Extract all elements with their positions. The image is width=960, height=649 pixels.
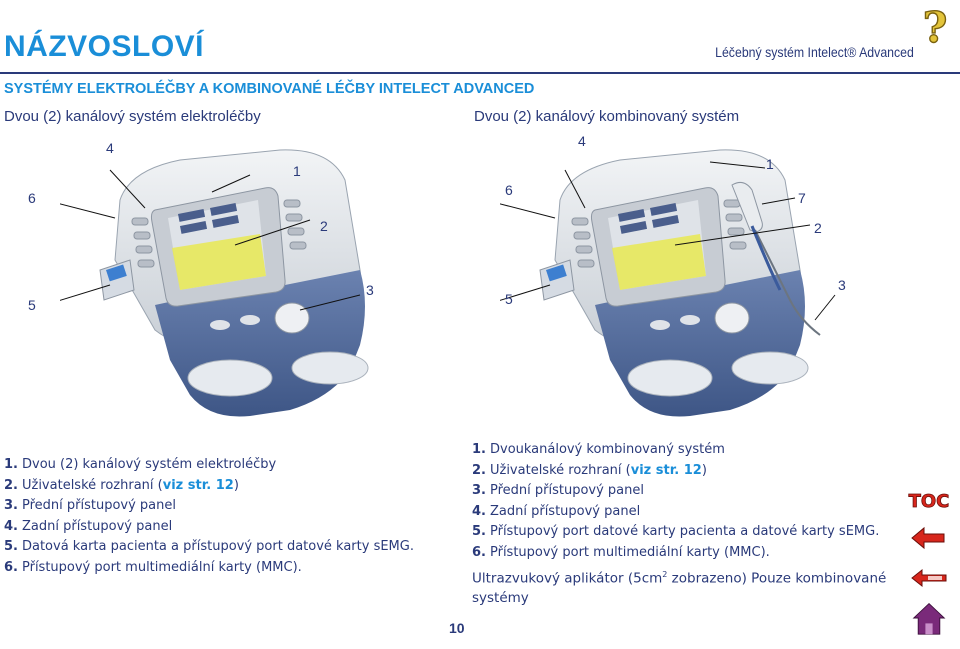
left-device-caption: Dvou (2) kanálový systém elektroléčby (4, 108, 261, 125)
callout-left-2: 2 (320, 218, 328, 234)
legend-text: Přední přístupový panel (489, 483, 644, 498)
legend-num: 1. (472, 442, 486, 457)
header-rule (0, 72, 960, 74)
note-superscript: 2 (662, 570, 668, 579)
callout-right-3: 3 (838, 277, 846, 293)
brand-label: Léčebný systém Intelect® Advanced (715, 44, 914, 60)
callout-right-4: 4 (578, 133, 586, 149)
legend-text: Uživatelské rozhraní ( (489, 462, 631, 478)
legend-text: Přední přístupový panel (21, 498, 176, 513)
legend-item: 6.Přístupový port multimediální karty (M… (4, 558, 424, 579)
legend-item: 2.Uživatelské rozhraní (viz str. 12) (472, 461, 912, 482)
legend-text: Uživatelské rozhraní ( (21, 477, 163, 493)
callout-left-6: 6 (28, 190, 36, 206)
callout-left-3: 3 (366, 282, 374, 298)
legend-left: 1.Dvou (2) kanálový systém elektroléčby … (4, 455, 424, 578)
legend-num: 6. (4, 559, 18, 575)
legend-text: Přístupový port multimediální karty (MMC… (489, 544, 770, 560)
callout-right-1: 1 (766, 156, 774, 172)
note-text: zobrazeno) Pouze kombinované systémy (472, 570, 887, 606)
legend-item: 1.Dvou (2) kanálový systém elektroléčby (4, 455, 424, 476)
legend-text: ) (233, 477, 239, 493)
legend-text: Dvou (2) kanálový systém elektroléčby (21, 457, 277, 472)
toc-icon[interactable]: TOC (908, 482, 950, 518)
back-arrow-icon[interactable] (908, 520, 950, 556)
legend-num: 4. (4, 518, 18, 534)
legend-num: 6. (472, 544, 486, 560)
legend-item: 6.Přístupový port multimediální karty (M… (472, 543, 912, 564)
note-text: Ultrazvukový aplikátor (5cm (472, 570, 663, 587)
legend-item: 4.Zadní přístupový panel (4, 517, 424, 538)
legend-text: Dvoukanálový kombinovaný systém (489, 442, 725, 457)
legend-text: ) (701, 462, 707, 478)
legend-text: Zadní přístupový panel (21, 518, 173, 534)
callout-right-6: 6 (505, 182, 513, 198)
applicator-note: Ultrazvukový aplikátor (5cm2 zobrazeno) … (472, 565, 912, 608)
electrotherapy-device-image (60, 149, 369, 417)
legend-num: 3. (472, 483, 486, 498)
callout-right-5: 5 (505, 291, 513, 307)
home-icon[interactable] (908, 600, 950, 636)
legend-item: 3.Přední přístupový panel (472, 481, 912, 502)
legend-item: 5.Přístupový port datové karty pacienta … (472, 522, 912, 543)
callout-left-1: 1 (293, 163, 301, 179)
section-title: SYSTÉMY ELEKTROLÉČBY A KOMBINOVANÉ LÉČBY… (4, 81, 535, 97)
right-device-caption: Dvou (2) kanálový kombinovaný systém (474, 108, 740, 125)
legend-text: Datová karta pacienta a přístupový port … (21, 539, 414, 554)
legend-text: Zadní přístupový panel (489, 503, 641, 519)
combination-device-image (500, 149, 836, 417)
question-mark-icon[interactable]: ? (916, 4, 954, 48)
svg-text:?: ? (923, 4, 948, 48)
callout-left-4: 4 (106, 140, 114, 156)
legend-right: 1.Dvoukanálový kombinovaný systém 2.Uživ… (472, 440, 912, 608)
callout-right-2: 2 (814, 220, 822, 236)
legend-item: 2.Uživatelské rozhraní (viz str. 12) (4, 476, 424, 497)
legend-item: 5.Datová karta pacienta a přístupový por… (4, 537, 424, 558)
page-link[interactable]: viz str. 12 (162, 477, 234, 493)
legend-text: Přístupový port datové karty pacienta a … (489, 524, 880, 539)
legend-num: 5. (472, 524, 486, 539)
legend-num: 2. (4, 477, 18, 493)
legend-item: 3.Přední přístupový panel (4, 496, 424, 517)
page-number: 10 (449, 620, 465, 636)
legend-text: Přístupový port multimediální karty (MMC… (21, 559, 302, 575)
callout-left-5: 5 (28, 297, 36, 313)
callout-right-7: 7 (798, 190, 806, 206)
legend-num: 1. (4, 457, 18, 472)
legend-item: 1.Dvoukanálový kombinovaný systém (472, 440, 912, 461)
legend-num: 4. (472, 503, 486, 519)
legend-item: 4.Zadní přístupový panel (472, 502, 912, 523)
legend-num: 3. (4, 498, 18, 513)
legend-num: 2. (472, 462, 486, 478)
page-title: NÁZVOSLOVÍ (4, 30, 205, 63)
toc-label: TOC (909, 491, 950, 512)
prev-page-icon[interactable] (908, 560, 950, 596)
legend-num: 5. (4, 539, 18, 554)
page-link[interactable]: viz str. 12 (630, 462, 702, 478)
